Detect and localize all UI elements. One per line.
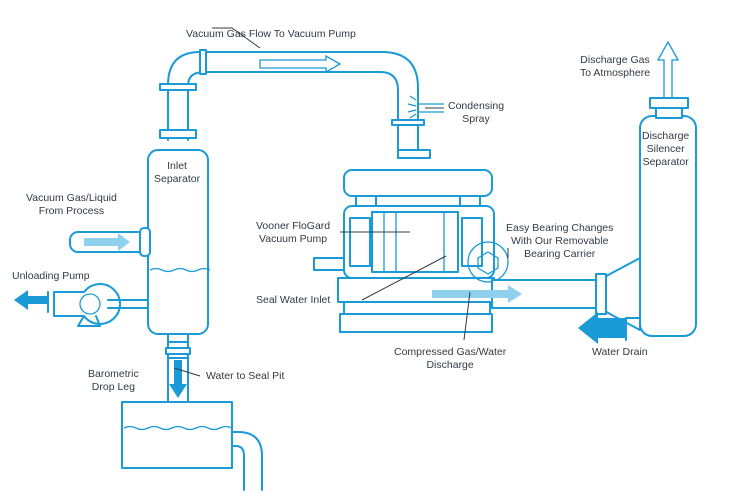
vacuum-gas-flow-label: Vacuum Gas Flow To Vacuum Pump xyxy=(186,28,356,40)
seal-pit-tank xyxy=(121,401,233,469)
water-to-seal-pit-label: Water to Seal Pit xyxy=(206,370,285,382)
unloading-pump xyxy=(53,283,121,325)
unloading-pump-label: Unloading Pump xyxy=(12,270,90,282)
water-drain-label: Water Drain xyxy=(592,346,648,358)
seal-water-inlet-label: Seal Water Inlet xyxy=(256,294,331,306)
gas-flow-arrow xyxy=(259,54,342,74)
vooner-vacuum-pump xyxy=(313,169,509,333)
condensing-spray-nozzle xyxy=(407,95,444,119)
vacuum-inlet-pipe xyxy=(167,51,419,153)
pipe-flange xyxy=(159,83,197,91)
